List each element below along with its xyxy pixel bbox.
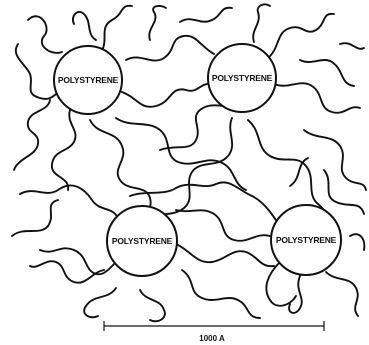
- polystyrene-domain: POLYSTYRENE: [271, 205, 341, 275]
- chain-strand: [12, 200, 58, 236]
- chain-strand: [182, 270, 260, 318]
- chain-strand: [84, 288, 116, 317]
- chain-strand: [28, 16, 62, 53]
- chain-strand: [180, 8, 232, 22]
- domain-label: POLYSTYRENE: [212, 73, 273, 83]
- scale-bar-label: 1000 A: [199, 334, 225, 343]
- chain-strand: [289, 276, 302, 313]
- domain-label: POLYSTYRENE: [58, 75, 119, 85]
- chain-strand: [126, 36, 214, 61]
- chain-strand: [140, 290, 165, 321]
- scale-bar: 1000 A: [104, 321, 324, 343]
- chain-strand: [274, 83, 360, 113]
- polystyrene-domain: POLYSTYRENE: [54, 46, 122, 114]
- chain-strand: [73, 12, 96, 40]
- chain-strand: [100, 6, 132, 54]
- chain-strand: [149, 6, 166, 40]
- chain-strand: [176, 210, 270, 241]
- chain-strand: [326, 272, 358, 316]
- domain-label: POLYSTYRENE: [112, 236, 173, 246]
- chain-strand: [176, 244, 274, 266]
- polystyrene-domain: POLYSTYRENE: [107, 206, 177, 276]
- chain-strand: [20, 185, 118, 218]
- chain-strand: [340, 43, 364, 49]
- chain-strand: [290, 158, 308, 186]
- chain-strand: [160, 104, 236, 150]
- chain-strand: [122, 84, 212, 107]
- chain-strand: [268, 14, 334, 58]
- domain-label: POLYSTYRENE: [276, 235, 337, 245]
- chain-strand: [253, 4, 270, 42]
- chain-strand: [304, 130, 366, 190]
- chain-strand: [350, 234, 364, 250]
- chain-strand: [116, 118, 246, 190]
- chain-strand: [14, 100, 50, 170]
- chain-strand: [300, 60, 354, 86]
- chain-strand: [52, 110, 76, 190]
- polystyrene-domain: POLYSTYRENE: [208, 44, 276, 112]
